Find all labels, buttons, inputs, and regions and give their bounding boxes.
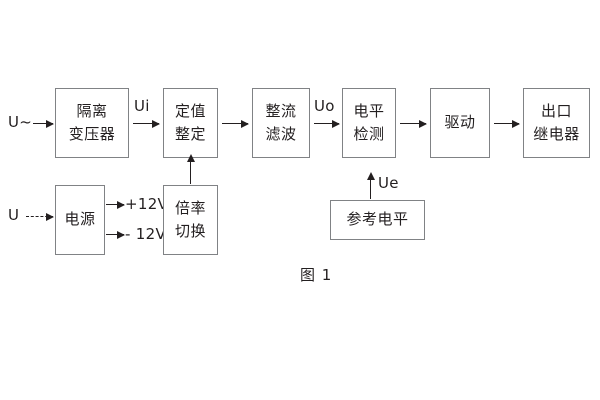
block-level-detection: 电平 检测 <box>342 88 396 158</box>
input-label-ac: U~ <box>8 113 33 131</box>
arrow-drive-to-output-relay <box>494 119 520 128</box>
arrow-isolation-transformer-to-setting-value <box>133 119 160 128</box>
arrow-input-dc-to-power-supply <box>26 212 54 221</box>
arrow-level-detection-to-drive <box>400 119 427 128</box>
rail-label-positive: +12V <box>125 195 169 213</box>
arrow-setting-value-to-rectify-filter <box>222 119 249 128</box>
arrow-input-ac-to-isolation-transformer <box>33 119 54 128</box>
block-rectify-filter-line1: 整流 <box>265 101 297 120</box>
arrow-power-supply-rail-negative <box>106 230 125 239</box>
figure-caption: 图 1 <box>300 266 333 284</box>
block-output-relay: 出口 继电器 <box>523 88 590 158</box>
block-power-supply: 电源 <box>55 185 105 255</box>
input-label-dc: U <box>8 206 20 224</box>
block-output-relay-line1: 出口 <box>540 101 572 120</box>
block-isolation-transformer-line2: 变压器 <box>68 125 116 143</box>
block-multiplier-switch-line2: 切换 <box>174 222 206 240</box>
arrow-rectify-filter-to-level-detection <box>314 119 340 128</box>
block-level-detection-line2: 检测 <box>353 125 385 143</box>
block-rectify-filter-line2: 滤波 <box>265 125 297 143</box>
signal-label-ui: Ui <box>134 97 150 115</box>
block-drive: 驱动 <box>430 88 490 158</box>
block-level-detection-line1: 电平 <box>353 101 385 120</box>
signal-label-ue: Ue <box>378 174 399 192</box>
signal-label-uo: Uo <box>314 97 335 115</box>
block-output-relay-line2: 继电器 <box>533 125 580 143</box>
block-isolation-transformer: 隔离 变压器 <box>55 88 129 158</box>
block-power-supply-line1: 电源 <box>64 210 96 229</box>
block-reference-level: 参考电平 <box>330 200 425 240</box>
block-multiplier-switch-line1: 倍率 <box>174 198 206 217</box>
block-drive-line1: 驱动 <box>444 113 476 132</box>
arrow-power-supply-rail-positive <box>106 200 125 209</box>
block-isolation-transformer-line1: 隔离 <box>76 101 108 120</box>
arrow-reference-level-to-level-detection <box>366 172 375 199</box>
rail-label-negative: - 12V <box>125 225 167 243</box>
block-reference-level-line1: 参考电平 <box>346 210 409 229</box>
block-setting-value-line2: 整定 <box>174 125 206 143</box>
block-setting-value-line1: 定值 <box>174 101 206 120</box>
block-setting-value: 定值 整定 <box>163 88 218 158</box>
arrow-multiplier-switch-to-setting-value <box>186 154 195 184</box>
block-rectify-filter: 整流 滤波 <box>252 88 310 158</box>
block-multiplier-switch: 倍率 切换 <box>163 185 218 255</box>
